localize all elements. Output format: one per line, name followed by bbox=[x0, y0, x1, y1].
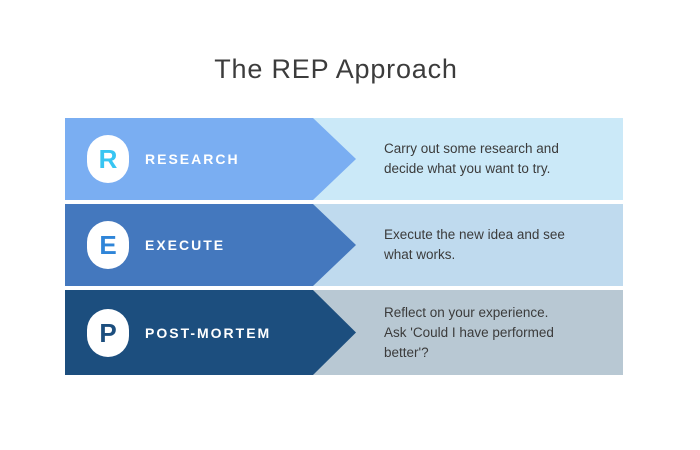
step-description: Execute the new idea and see what works. bbox=[384, 227, 565, 262]
step-label: POST-MORTEM bbox=[145, 324, 272, 341]
step-letter-badge: R bbox=[87, 135, 129, 183]
step-letter: E bbox=[99, 230, 117, 260]
step-letter-badge: P bbox=[87, 308, 129, 357]
step-label: EXECUTE bbox=[145, 237, 226, 253]
page-title: The REP Approach bbox=[214, 54, 458, 84]
step-row-post-mortem: P POST-MORTEM Reflect on your experience… bbox=[65, 290, 623, 375]
step-row-research: R RESEARCH Carry out some research and d… bbox=[65, 118, 623, 200]
step-letter-badge: E bbox=[87, 221, 129, 269]
step-description-panel bbox=[313, 118, 623, 200]
step-description: Carry out some research and decide what … bbox=[384, 141, 559, 176]
step-letter: P bbox=[99, 317, 117, 348]
step-description-panel bbox=[313, 204, 623, 286]
step-label: RESEARCH bbox=[145, 151, 240, 167]
step-description-panel bbox=[313, 290, 623, 375]
step-letter: R bbox=[98, 144, 118, 174]
step-description: Reflect on your experience. Ask 'Could I… bbox=[384, 304, 554, 360]
step-row-execute: E EXECUTE Execute the new idea and see w… bbox=[65, 204, 623, 286]
